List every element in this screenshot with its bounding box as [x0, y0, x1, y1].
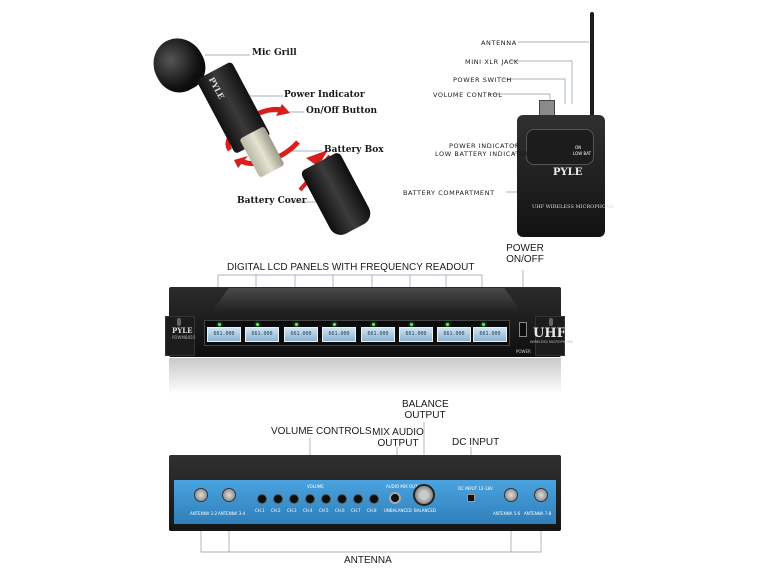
- rear-audio-mix-out-label: AUDIO MIX OUT: [386, 484, 418, 489]
- front-brand-logo: PYLE: [172, 326, 193, 335]
- rear-label-antenna-left-b: ANTENNA 3-4: [218, 511, 246, 516]
- label-rear-antenna: ANTENNA: [344, 555, 392, 566]
- label-balance-line1: BALANCE: [402, 399, 449, 410]
- lcd-panel-4: 661.000: [322, 327, 356, 342]
- label-mix-audio-output: MIX AUDIO OUTPUT: [372, 427, 424, 449]
- rear-unbalanced-label: UNBALANCED: [384, 508, 412, 513]
- label-mix-audio-line2: OUTPUT: [377, 438, 419, 449]
- receiver-top-lid: [210, 288, 523, 314]
- front-power-label: POWER: [516, 349, 531, 354]
- label-battery-compartment: BATTERY COMPARTMENT: [403, 189, 495, 197]
- channel-led: [295, 323, 298, 326]
- label-bodypack-power-switch: POWER SWITCH: [453, 76, 512, 84]
- label-mic-battery-box: Battery Box: [324, 145, 384, 155]
- label-mic-power-indicator: Power Indicator: [284, 90, 365, 100]
- lcd-panel-3: 661.000: [284, 327, 318, 342]
- lcd-panel-5: 661.000: [361, 327, 395, 342]
- rear-ch-label: CH.4: [303, 508, 313, 513]
- bodypack-antenna: [590, 12, 594, 116]
- volume-knob-ch3[interactable]: [289, 494, 299, 504]
- label-mini-xlr-jack: MINI XLR JACK: [465, 58, 519, 66]
- label-low-battery-indicator: LOW BATTERY INDICATOR: [435, 150, 531, 158]
- bodypack-low-bat-label: LOW BAT: [573, 151, 592, 156]
- antenna-connector[interactable]: [534, 488, 548, 502]
- label-dc-input: DC INPUT: [452, 437, 500, 448]
- rear-ch-label: CH.2: [271, 508, 281, 513]
- volume-knob-ch2[interactable]: [273, 494, 283, 504]
- bodypack-indicator-window: [526, 129, 594, 165]
- label-balance-line2: OUTPUT: [404, 410, 446, 421]
- front-uhf-logo: UHF: [533, 326, 566, 341]
- volume-knob-ch1[interactable]: [257, 494, 267, 504]
- rear-ch-label: CH.5: [319, 508, 329, 513]
- volume-knob-ch4[interactable]: [305, 494, 315, 504]
- rear-label-antenna-right-b: ANTENNA 7-8: [524, 511, 552, 516]
- channel-led: [446, 323, 449, 326]
- label-bodypack-power-indicator: POWER INDICATOR: [449, 142, 520, 150]
- rear-connector-plate: [174, 480, 556, 524]
- rear-ch-label: CH.6: [335, 508, 345, 513]
- rear-balanced-label: BALANCED: [414, 508, 436, 513]
- antenna-connector[interactable]: [194, 488, 208, 502]
- front-power-switch[interactable]: [519, 322, 527, 337]
- label-volume-controls: VOLUME CONTROLS: [271, 426, 372, 437]
- front-uhf-subtitle: WIRELESS MICROPHONE: [530, 340, 573, 344]
- rear-ch-label: CH.1: [255, 508, 265, 513]
- label-front-power-line1: POWER: [506, 243, 544, 254]
- rear-volume-word: VOLUME: [307, 484, 324, 489]
- label-mix-audio-line1: MIX AUDIO: [372, 427, 424, 438]
- rear-label-antenna-right-a: ANTENNA 5-6: [493, 511, 521, 516]
- rear-label-antenna-left-a: ANTENNA 1-2: [190, 511, 218, 516]
- lcd-panel-7: 661.000: [437, 327, 471, 342]
- channel-led: [372, 323, 375, 326]
- lcd-panel-8: 661.000: [473, 327, 507, 342]
- channel-led: [256, 323, 259, 326]
- bodypack-brand-logo: PYLE: [553, 167, 583, 178]
- volume-knob-ch8[interactable]: [369, 494, 379, 504]
- volume-knob-ch5[interactable]: [321, 494, 331, 504]
- rear-ch-label: CH.7: [351, 508, 361, 513]
- label-digital-lcd-panels: DIGITAL LCD PANELS WITH FREQUENCY READOU…: [227, 262, 475, 273]
- label-balance-output: BALANCE OUTPUT: [402, 399, 449, 421]
- label-front-power-on-off: POWER ON/OFF: [505, 243, 545, 265]
- antenna-connector[interactable]: [222, 488, 236, 502]
- channel-led: [410, 323, 413, 326]
- rack-hole: [177, 318, 181, 326]
- lcd-panel-6: 661.000: [399, 327, 433, 342]
- rear-dc-input-label: DC INPUT 12-18V: [458, 486, 493, 491]
- bodypack-on-led-label: ON: [575, 145, 582, 150]
- antenna-connector[interactable]: [504, 488, 518, 502]
- rear-ch-label: CH.8: [367, 508, 377, 513]
- channel-led: [482, 323, 485, 326]
- label-mic-battery-cover: Battery Cover: [237, 196, 307, 206]
- bodypack-volume-knob: [539, 100, 555, 116]
- volume-knob-ch6[interactable]: [337, 494, 347, 504]
- front-panel-reflection: [169, 358, 561, 394]
- volume-knob-ch7[interactable]: [353, 494, 363, 504]
- lcd-panel-2: 661.000: [245, 327, 279, 342]
- label-bodypack-antenna: ANTENNA: [481, 39, 517, 47]
- lcd-panel-1: 661.000: [207, 327, 241, 342]
- balance-output-xlr[interactable]: [413, 484, 435, 506]
- label-mic-on-off-button: On/Off Button: [306, 106, 378, 116]
- label-front-power-line2: ON/OFF: [506, 254, 544, 265]
- front-model-number: PDWM8850: [172, 335, 196, 340]
- channel-led: [218, 323, 221, 326]
- bodypack-uhf-label: UHF WIRELESS MICROPHONE: [532, 204, 615, 210]
- label-mic-grill: Mic Grill: [252, 48, 297, 58]
- mix-audio-output-jack[interactable]: [389, 492, 401, 504]
- rear-ch-label: CH.3: [287, 508, 297, 513]
- rack-hole: [549, 318, 553, 326]
- label-volume-control: VOLUME CONTROL: [433, 91, 503, 99]
- channel-led: [333, 323, 336, 326]
- dc-input-jack[interactable]: [467, 494, 475, 502]
